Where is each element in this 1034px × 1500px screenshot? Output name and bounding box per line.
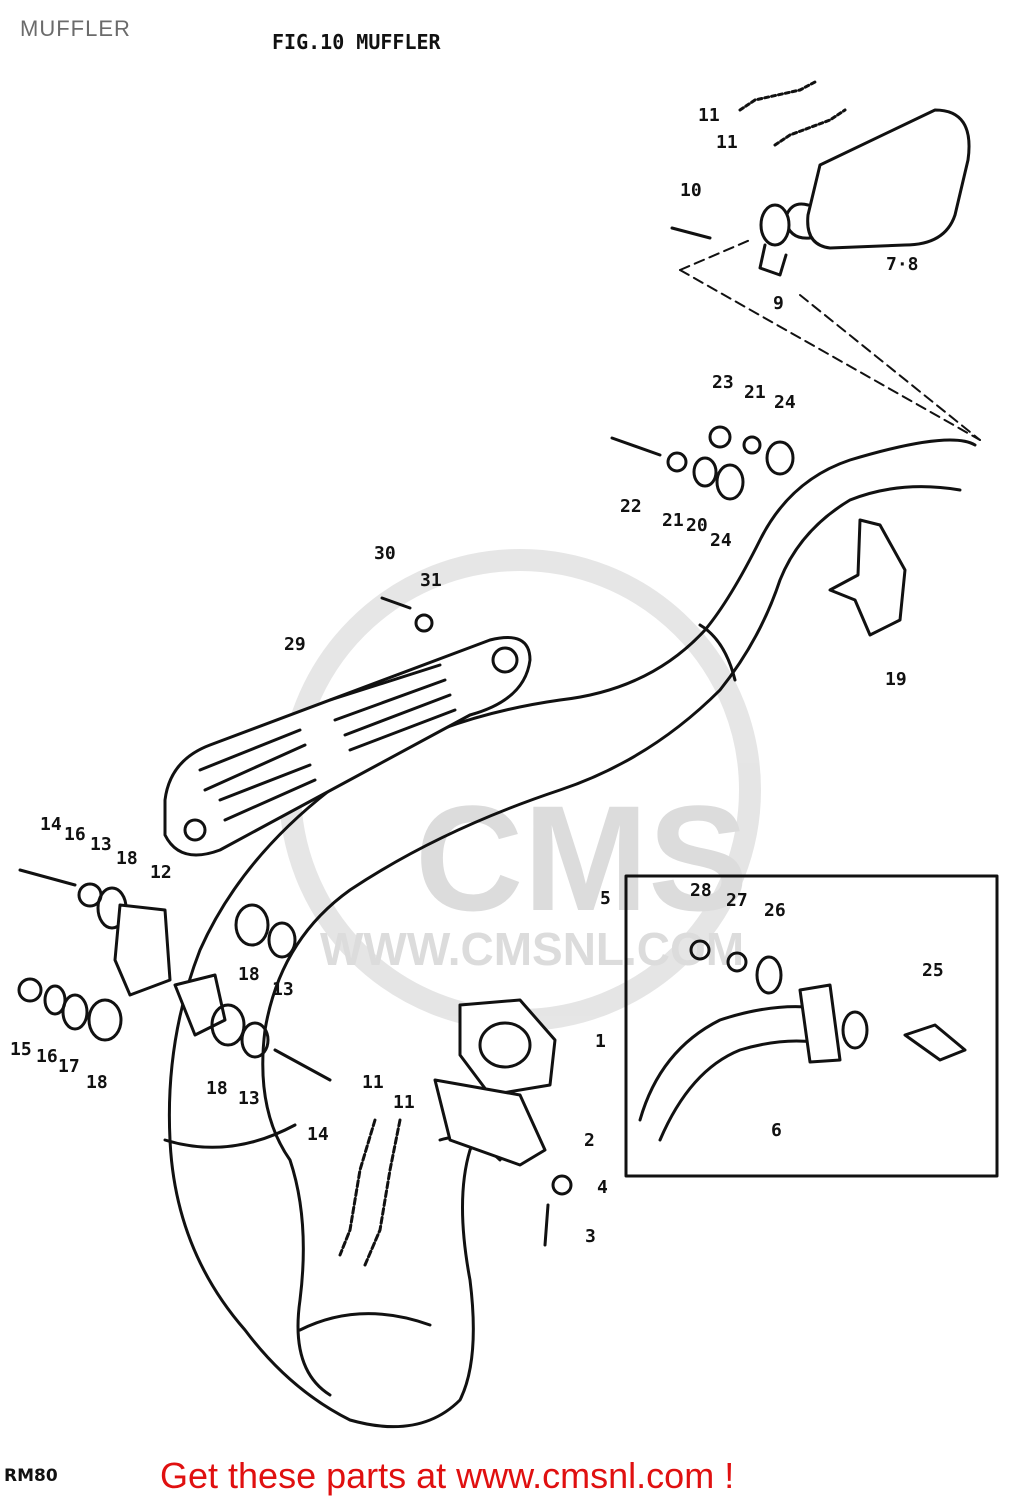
callout-11c: 11 <box>362 1072 384 1093</box>
callout-13a: 13 <box>90 834 112 855</box>
callout-30: 30 <box>374 543 396 564</box>
gasket-part <box>458 998 557 1097</box>
callout-21b: 21 <box>662 510 684 531</box>
spring-part <box>738 80 847 147</box>
callout-27: 27 <box>726 890 748 911</box>
callout-13c: 13 <box>238 1088 260 1109</box>
callout-18c: 18 <box>86 1072 108 1093</box>
callout-6: 6 <box>771 1120 782 1141</box>
callout-18d: 18 <box>206 1078 228 1099</box>
figure-title: FIG.10 MUFFLER <box>272 30 441 54</box>
callout-31: 31 <box>420 570 442 591</box>
watermark-url: WWW.CMSNL.COM <box>320 923 744 975</box>
callout-17: 17 <box>58 1056 80 1077</box>
silencer-part <box>758 108 971 277</box>
watermark-logo: CMS <box>415 774 748 942</box>
watermark: CMS WWW.CMSNL.COM <box>279 549 761 1031</box>
mount-hardware <box>17 868 332 1082</box>
callout-13b: 13 <box>272 979 294 1000</box>
callout-14a: 14 <box>40 814 62 835</box>
callout-20: 20 <box>686 515 708 536</box>
page-label: MUFFLER <box>20 16 131 41</box>
callout-7-8: 7·8 <box>886 254 919 275</box>
cta-link[interactable]: Get these parts at www.cmsnl.com ! <box>160 1455 735 1496</box>
callout-11b: 11 <box>716 132 738 153</box>
callout-21a: 21 <box>744 382 766 403</box>
callout-1: 1 <box>595 1031 606 1052</box>
callout-2: 2 <box>584 1130 595 1151</box>
callout-10: 10 <box>680 180 702 201</box>
callout-11a: 11 <box>698 105 720 126</box>
callout-4: 4 <box>597 1177 608 1198</box>
callout-25: 25 <box>922 960 944 981</box>
callout-14b: 14 <box>307 1124 329 1145</box>
callout-23: 23 <box>712 372 734 393</box>
callout-18a: 18 <box>116 848 138 869</box>
callout-11d: 11 <box>393 1092 415 1113</box>
bracket-part <box>828 518 907 637</box>
callout-labels: 11 11 10 7·8 9 23 21 24 22 21 20 24 30 3… <box>10 105 944 1247</box>
callout-24a: 24 <box>774 392 796 413</box>
callout-24b: 24 <box>710 530 732 551</box>
callout-16b: 16 <box>36 1046 58 1067</box>
tr-hardware <box>380 425 795 633</box>
bolt-part <box>670 226 712 240</box>
callout-5: 5 <box>600 888 611 909</box>
callout-9: 9 <box>773 293 784 314</box>
callout-15: 15 <box>10 1039 32 1060</box>
inset-panel <box>624 874 999 1178</box>
heat-guard-part <box>163 636 532 857</box>
callout-16a: 16 <box>64 824 86 845</box>
model-code: RM80 <box>4 1466 58 1486</box>
callout-3: 3 <box>585 1226 596 1247</box>
callout-18b: 18 <box>238 964 260 985</box>
callout-28: 28 <box>690 880 712 901</box>
callout-22: 22 <box>620 496 642 517</box>
callout-29: 29 <box>284 634 306 655</box>
callout-26: 26 <box>764 900 786 921</box>
flange-part <box>433 1078 547 1167</box>
callout-12: 12 <box>150 862 172 883</box>
callout-19: 19 <box>885 669 907 690</box>
